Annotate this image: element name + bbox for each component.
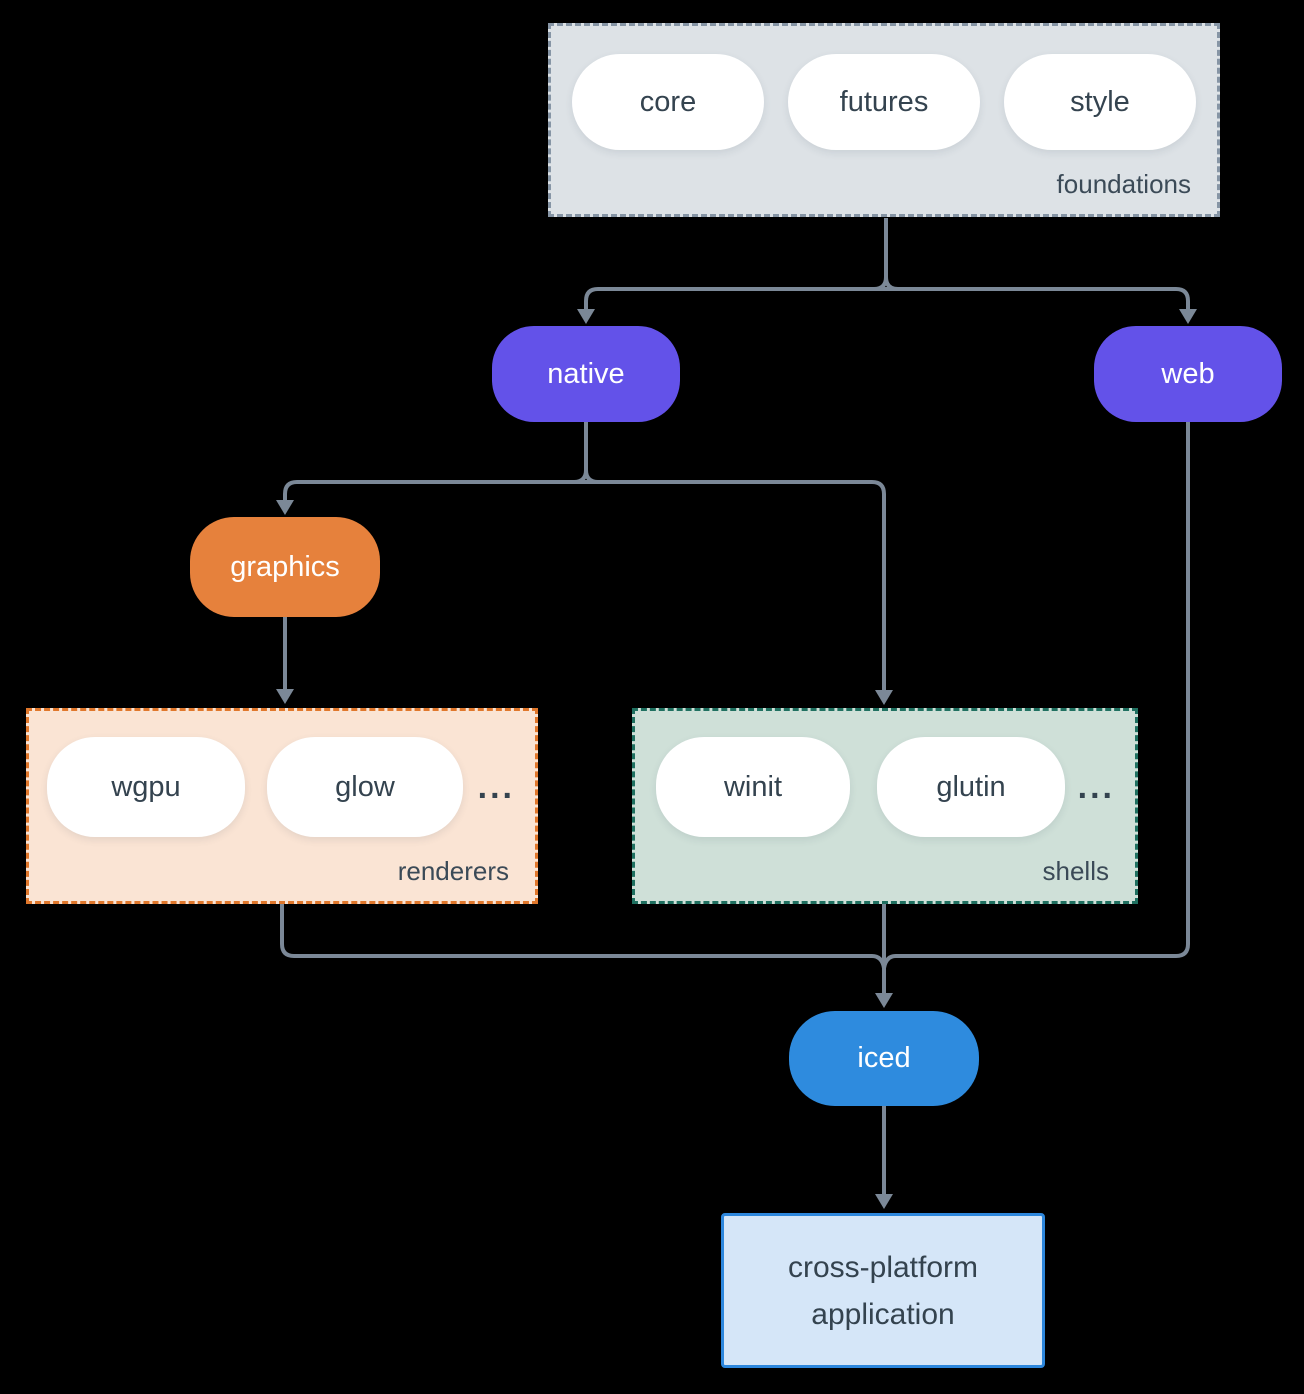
- node-futures-label: futures: [839, 85, 929, 118]
- node-iced-label: iced: [857, 1042, 911, 1074]
- node-glow-label: glow: [335, 770, 395, 803]
- arrowhead-native: [577, 309, 595, 324]
- shells-ellipsis: ...: [1077, 767, 1115, 806]
- node-graphics-label: graphics: [230, 550, 340, 583]
- group-renderers-label: renderers: [397, 856, 509, 886]
- node-core-label: core: [639, 85, 697, 118]
- node-web: web: [1094, 326, 1282, 422]
- node-glow: glow: [267, 737, 463, 837]
- renderers-ellipsis: ...: [477, 767, 515, 806]
- node-winit-label: winit: [723, 770, 782, 803]
- node-native-label: native: [547, 357, 625, 390]
- node-web-label: web: [1161, 357, 1215, 390]
- edge-web-merge: [882, 422, 1190, 969]
- node-cross-platform-application: cross-platform application: [721, 1213, 1045, 1368]
- node-style: style: [1004, 54, 1196, 150]
- node-glutin: glutin: [877, 737, 1065, 837]
- arrowhead-graphics: [276, 500, 294, 515]
- edge-foundations-split: [584, 287, 1190, 311]
- group-foundations: core futures style foundations: [548, 23, 1220, 217]
- node-wgpu: wgpu: [47, 737, 245, 837]
- arrowhead-shells: [875, 690, 893, 705]
- arrowhead-application: [875, 1194, 893, 1209]
- edge-native-split: [283, 480, 886, 691]
- node-cross-platform-application-label: cross-platform application: [787, 1250, 979, 1331]
- node-core: core: [572, 54, 764, 150]
- node-style-label: style: [1070, 85, 1130, 118]
- edge-renderers-merge: [280, 904, 886, 969]
- node-wgpu-label: wgpu: [111, 770, 181, 803]
- node-winit: winit: [656, 737, 850, 837]
- node-futures: futures: [788, 54, 980, 150]
- group-shells: winit glutin ... shells: [632, 708, 1138, 904]
- arrowhead-renderers: [276, 689, 294, 704]
- arrowhead-web: [1179, 309, 1197, 324]
- node-native: native: [492, 326, 680, 422]
- arrowhead-iced: [875, 993, 893, 1008]
- group-shells-label: shells: [1042, 856, 1109, 886]
- node-iced: iced: [789, 1011, 979, 1106]
- node-graphics: graphics: [190, 517, 380, 617]
- group-renderers: wgpu glow ... renderers: [26, 708, 538, 904]
- group-foundations-label: foundations: [1056, 169, 1191, 199]
- node-glutin-label: glutin: [936, 770, 1006, 803]
